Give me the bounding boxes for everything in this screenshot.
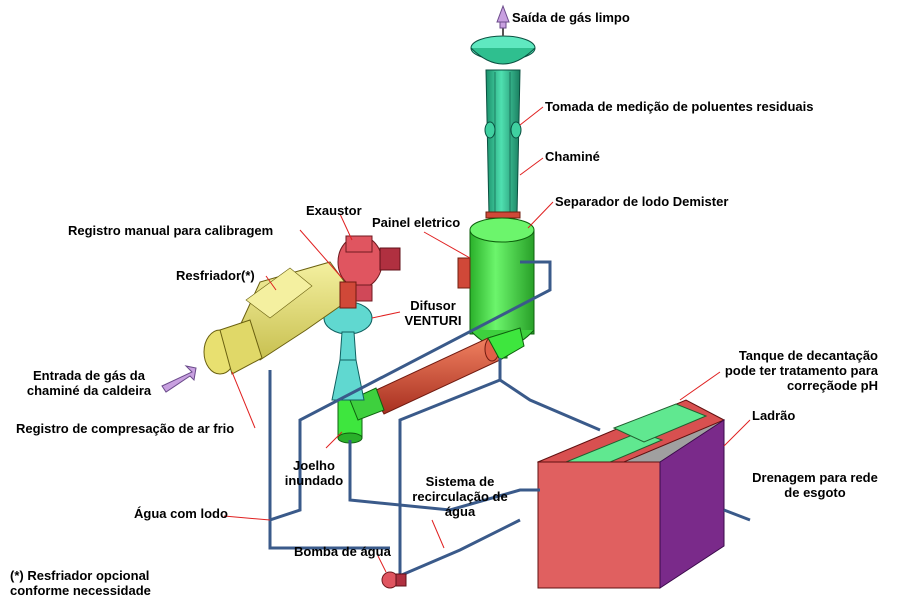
label-tank-line-1: Tanque de decantação: [738, 348, 878, 363]
label-cooler: Resfriador(*): [176, 268, 255, 283]
label-drain-line-1: Drenagem para rede: [752, 470, 878, 485]
label-chimney: Chaminé: [545, 149, 600, 164]
label-venturi-line-1: Difusor: [410, 298, 456, 313]
label-elbow-line-1: Joelho: [293, 458, 335, 473]
clean-gas-arrow: [496, 4, 510, 29]
exhaust-fan: [337, 235, 401, 302]
label-drain-line-2: de esgoto: [784, 485, 846, 500]
venturi-diffuser: [323, 301, 373, 401]
label-inlet-line-1: Entrada de gás da: [33, 368, 145, 383]
label-exhaust-fan: Exaustor: [306, 203, 362, 218]
flooded-elbow: [337, 387, 385, 444]
leader-lines: [223, 106, 751, 573]
label-recirc-line-1: Sistema de: [425, 474, 495, 489]
label-pollutant-sampling-port: Tomada de medição de poluentes residuais: [545, 99, 814, 114]
label-demister: Separador de lodo Demister: [555, 194, 729, 209]
label-cold-air-damper: Registro de compresação de ar frio: [16, 421, 235, 436]
footnote-line-1: (*) Resfriador opcional: [10, 568, 150, 583]
label-recirc-line-2: recirculação de: [412, 489, 508, 504]
label-manual-damper: Registro manual para calibragem: [68, 223, 274, 238]
label-overflow: Ladrão: [752, 408, 796, 423]
chimney-stack: [470, 26, 536, 219]
label-tank-line-2: pode ter tratamento para: [724, 363, 878, 378]
electrical-panel: [457, 257, 471, 289]
label-elbow-line-2: inundado: [284, 473, 344, 488]
label-recirc-line-3: água: [444, 504, 476, 519]
settling-tank: [536, 399, 726, 589]
label-water-pump: Bomba de água: [294, 544, 391, 559]
label-clean-gas-outlet: Saída de gás limpo: [512, 10, 630, 25]
water-pipes: [268, 260, 751, 582]
label-tank-line-3: correçãode pH: [786, 378, 878, 393]
label-electrical-panel: Painel eletrico: [372, 215, 461, 230]
label-sludge-water: Água com lodo: [134, 506, 228, 521]
footnote-line-2: conforme necessidade: [10, 583, 151, 598]
label-inlet-line-2: chaminé da caldeira: [26, 383, 152, 398]
label-venturi-line-2: VENTURI: [404, 313, 462, 328]
cooler: [203, 261, 357, 375]
water-pump: [381, 571, 407, 589]
gas-inlet-arrow: [161, 365, 197, 393]
